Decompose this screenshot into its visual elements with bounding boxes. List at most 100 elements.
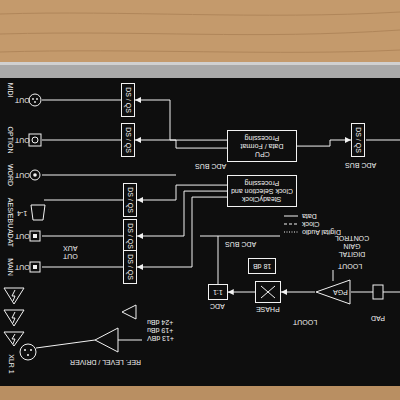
signal-name: LOOUT [293, 318, 317, 326]
label-holder: ADC BUS [345, 161, 376, 169]
level-value: +13 dBV [147, 334, 174, 342]
option-port-icon [32, 137, 38, 143]
rate-box: DS / QS [123, 183, 137, 217]
label-holder: OUT [15, 232, 30, 240]
midi-din-icon [29, 94, 41, 106]
label-holder: XLR 1 [1, 360, 20, 368]
label-holder: ADC BUS [225, 240, 256, 248]
black-panel [0, 78, 400, 386]
box-title: 18 dB [253, 262, 271, 270]
warning-triangle [4, 332, 24, 346]
label-holder: OUT [15, 171, 30, 179]
option-port-icon [29, 134, 41, 146]
phase-box: PHASE [255, 281, 281, 313]
section-note: REF. LEVEL / DRIVER [70, 358, 141, 366]
xlr-pin [24, 349, 26, 351]
wire [42, 175, 176, 176]
label-holder: OUT [15, 96, 30, 104]
box-caption: PHASE [256, 305, 280, 313]
box-label: DS / QS [124, 127, 132, 153]
din-pin [34, 101, 36, 103]
wire [351, 292, 373, 293]
wire [383, 292, 400, 293]
signal-name: PAD [371, 314, 385, 322]
label-holder: PAD [371, 314, 385, 322]
optical-port-icon [30, 262, 40, 272]
label-holder: +13 dBV [147, 334, 174, 342]
adc-bus-wire [200, 236, 280, 237]
label-holder: +19 dBu [147, 326, 173, 334]
legend-text: Digital Audio [302, 228, 341, 236]
signal-connector [281, 292, 315, 293]
signal-connector [135, 100, 227, 140]
wood-grain [0, 12, 400, 52]
wire [42, 140, 121, 141]
control-name: DIGITAL GAIN CONTROL [330, 234, 374, 258]
dsub-icon [31, 205, 45, 220]
warning-symbols [4, 288, 24, 346]
wire [42, 100, 121, 101]
signal-wires [36, 100, 400, 348]
processor-box: CPUData / Format Processing [227, 130, 297, 162]
box-label: PGA [333, 288, 348, 296]
legend-text: Data [302, 212, 317, 220]
level-value: +24 dBu [147, 318, 173, 326]
bus-name: ADC BUS [195, 162, 226, 170]
box-label: 1:1 [213, 288, 223, 296]
bnc-icon [30, 170, 40, 180]
legend-entry: Digital Audio [302, 228, 341, 236]
wood-surface [0, 386, 400, 400]
port-name: OUT [63, 252, 78, 260]
signal-connector [228, 292, 255, 293]
frame-box: 1:1 [208, 284, 228, 300]
label-holder: DIGITAL GAIN CONTROL [330, 234, 374, 258]
label-holder: +24 dBu [147, 318, 173, 326]
box-body: Data / Format Processing [231, 134, 293, 150]
wire [36, 340, 95, 348]
legend-sample [284, 232, 298, 233]
warning-triangle [4, 310, 24, 326]
bnc-pin [33, 173, 37, 177]
rate-box: DS / QS [123, 250, 137, 284]
triangle-outline [316, 280, 350, 304]
rate-box: DS / QS [121, 123, 135, 157]
legend-sample [284, 224, 298, 225]
xlr-pin [30, 349, 32, 351]
bus-name: ADC BUS [225, 240, 256, 248]
rate-box: DS / QS [121, 83, 135, 117]
phase-cross [261, 286, 275, 298]
amplifier-triangle: PGA [315, 279, 351, 305]
box-title: CPU [255, 150, 270, 158]
rate-box: DS / QS [123, 219, 137, 253]
box-label: DS / QS [354, 127, 362, 153]
bus-name: ADC BUS [345, 161, 376, 169]
gain-box: 18 dB [248, 258, 276, 274]
label-holder: AUX [63, 244, 77, 252]
optical-port-icon [30, 231, 40, 241]
port-name: OPTION [6, 127, 14, 154]
rate-box: DS / QS [351, 123, 365, 157]
label-holder: 1-4 [17, 209, 27, 217]
driver-triangle [122, 305, 136, 319]
port-name: AUX [63, 244, 77, 252]
port-name: 1-4 [17, 209, 27, 217]
warning-triangle [4, 288, 24, 304]
box-label: DS / QS [126, 187, 134, 213]
din-pin [32, 98, 34, 100]
label-holder: ADC BUS [195, 162, 226, 170]
port-name: AES/EBU [6, 198, 14, 228]
port-name: OUT [15, 171, 30, 179]
optical-port-icon [33, 265, 37, 269]
din-pin [36, 98, 38, 100]
silver-edge [0, 62, 400, 79]
box-label: DS / QS [126, 254, 134, 280]
legend-entry: Data [302, 212, 317, 220]
port-name: MAIN [6, 258, 14, 276]
box-caption: ADC [210, 302, 225, 310]
label-holder: OUT [63, 252, 78, 260]
xlr-pin [27, 354, 29, 356]
